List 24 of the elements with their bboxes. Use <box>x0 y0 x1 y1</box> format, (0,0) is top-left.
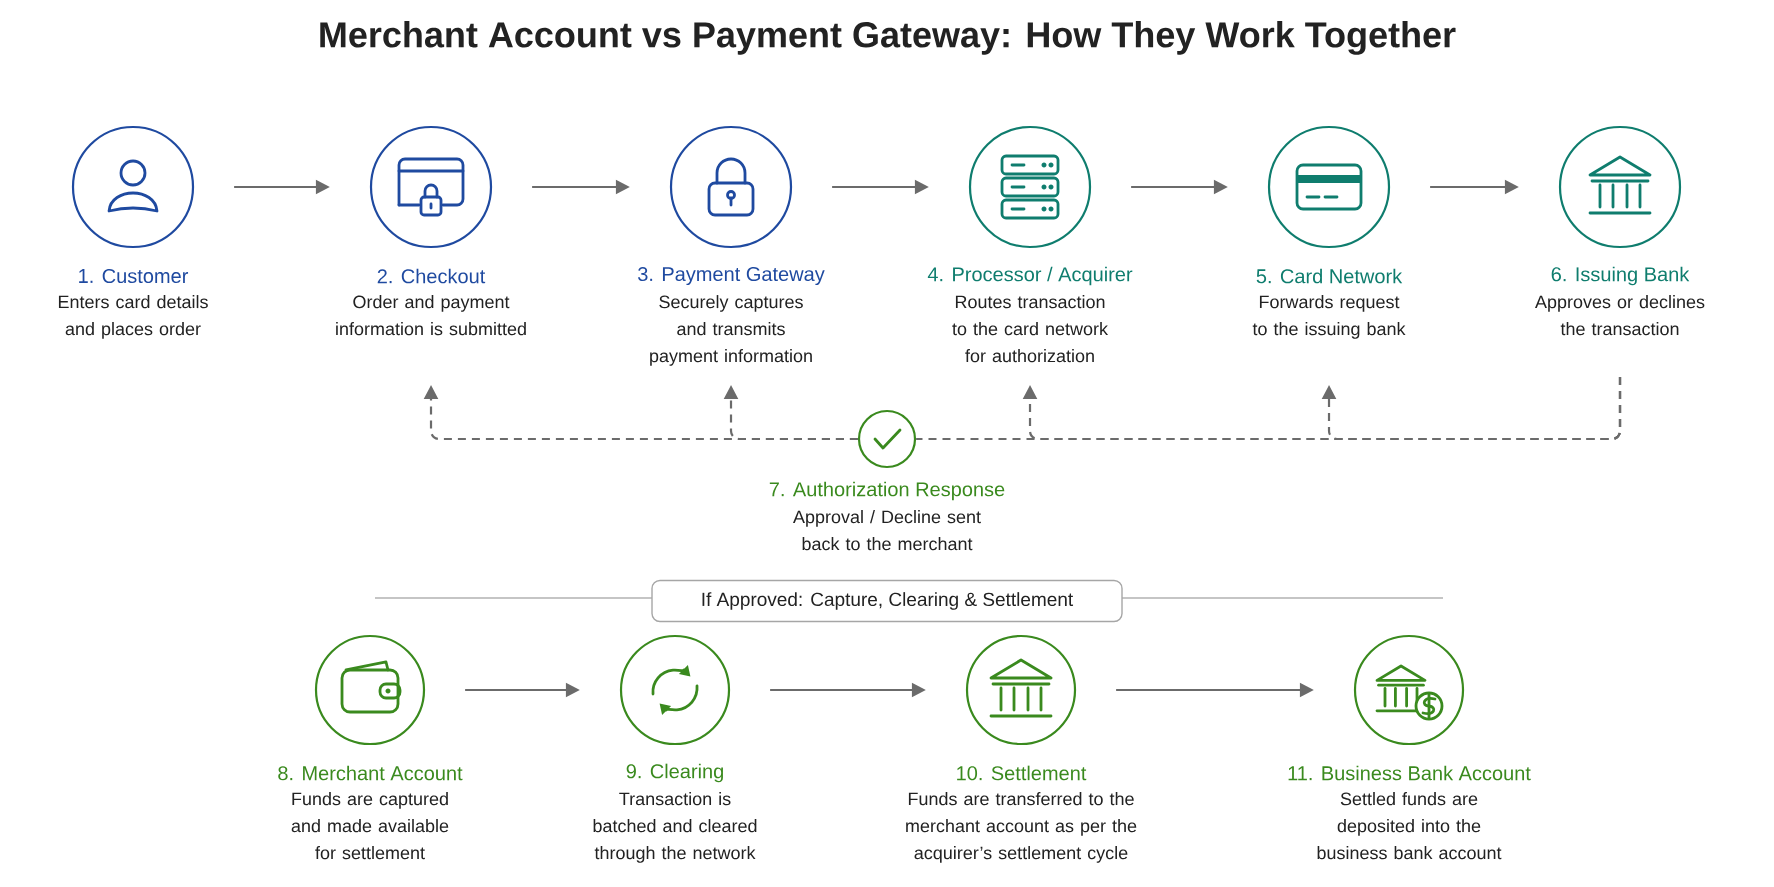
step-title: 8. Merchant Account <box>278 765 463 781</box>
step-description: Approves or declines the transaction <box>1535 295 1705 336</box>
step-description: Transaction is batched and cleared through the network <box>593 792 757 863</box>
step-title: 6. Issuing Bank <box>1551 266 1690 286</box>
step-description: Enters card details and places order <box>58 295 208 339</box>
step-description: Settled funds are deposited into the business bank account <box>1317 792 1502 860</box>
step-description: Order and payment information is submitted <box>336 295 526 336</box>
step-description: Securely captures and transmits payment information <box>650 295 812 366</box>
step-title: 4. Processor / Acquirer <box>927 266 1133 286</box>
section-banner: If Approved: Capture, Clearing & Settlement <box>651 579 1123 623</box>
step-description: Funds are captured and made available for settlement <box>291 792 449 860</box>
step-title: 7. Authorization Response <box>769 481 1005 501</box>
step-title: 2. Checkout <box>377 268 486 284</box>
step-title: 10. Settlement <box>957 765 1087 781</box>
step-title: 9. Clearing <box>626 763 723 783</box>
step-title: 3. Payment Gateway <box>638 266 825 286</box>
step-title: 1. Customer <box>79 268 189 284</box>
step-title: 11. Business Bank Account <box>1288 765 1531 781</box>
step-description: Approval / Decline sent back to the merchant <box>793 510 981 551</box>
step-description: Forwards request to the issuing bank <box>1252 295 1406 339</box>
step-title: 5. Card Network <box>1256 268 1403 284</box>
step-description: Routes transaction to the card network for authorization <box>952 295 1109 363</box>
title: Merchant Account vs Payment Gateway: How They Work Together <box>320 21 1456 55</box>
step-description: Funds are transferred to the merchant account as per the acquirer’s settlement cycle <box>906 792 1137 863</box>
